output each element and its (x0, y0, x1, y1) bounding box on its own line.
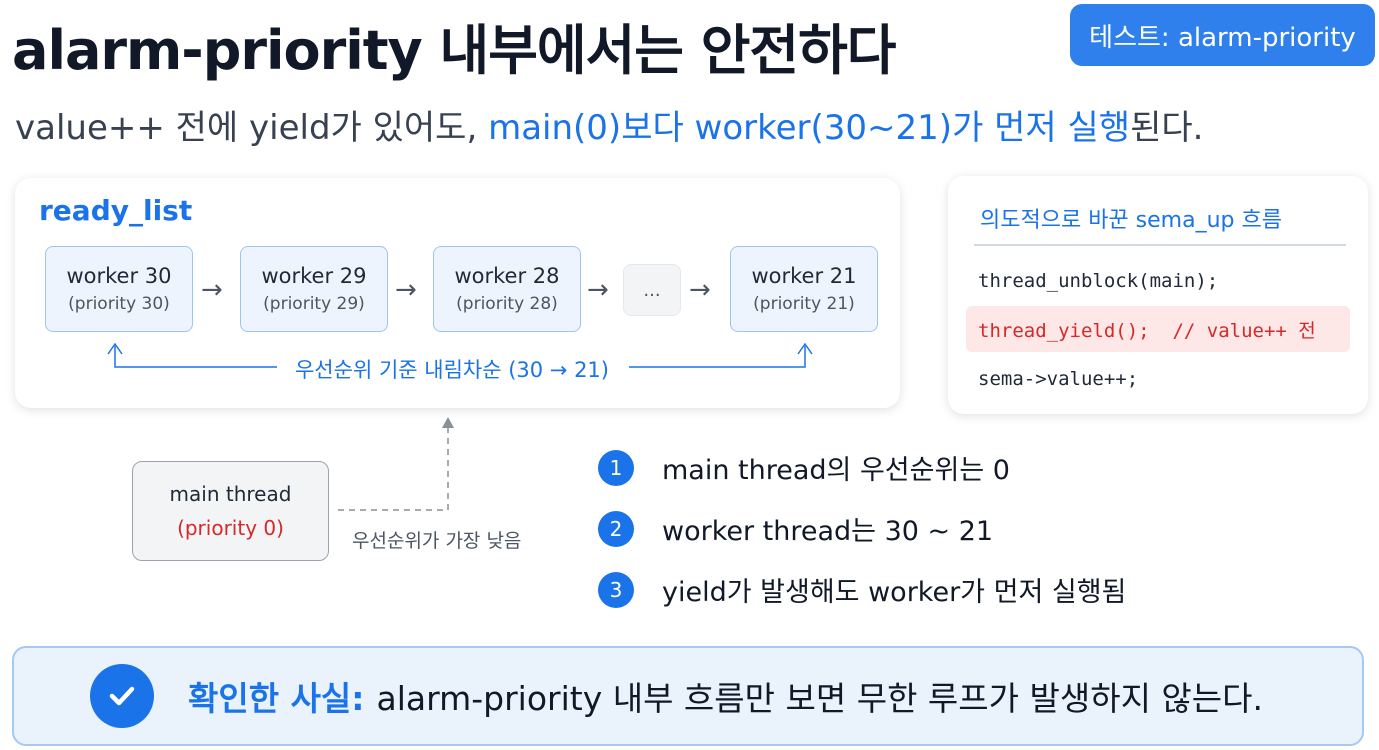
node-priority: (priority 29) (263, 294, 365, 314)
right-arrow-icon: → (201, 275, 223, 305)
node-name: worker 30 (66, 264, 172, 288)
node-priority: (priority 30) (68, 294, 170, 314)
point-text: yield가 발생해도 worker가 먼저 실행됨 (662, 577, 1127, 608)
point-text: main thread의 우선순위는 0 (662, 455, 1010, 486)
point-item: 3 yield가 발생해도 worker가 먼저 실행됨 (598, 570, 1126, 609)
main-thread-name: main thread (169, 482, 292, 506)
fact-box: 확인한 사실: alarm-priority 내부 흐름만 보면 무한 루프가 … (12, 646, 1364, 746)
node-priority: (priority 28) (456, 294, 558, 314)
bracket-arrow-icon (107, 342, 813, 368)
right-arrow-icon: → (587, 275, 609, 305)
subtitle-prefix: value++ 전에 yield가 있어도, (15, 108, 489, 148)
code-line-yield: thread_yield(); // value++ 전 (966, 306, 1350, 352)
order-label: 우선순위 기준 내림차순 (30 → 21) (277, 354, 627, 384)
number-badge: 2 (598, 510, 634, 547)
ready-list-title: ready_list (39, 194, 193, 227)
node-worker-29: worker 29 (priority 29) (240, 246, 388, 332)
main-thread-priority: (priority 0) (177, 516, 284, 540)
subtitle-suffix: 된다. (1130, 108, 1204, 148)
code-line-unblock: thread_unblock(main); (978, 270, 1219, 292)
code-line-value-increment: sema->value++; (978, 368, 1139, 390)
number-badge: 3 (598, 571, 634, 608)
node-worker-21: worker 21 (priority 21) (730, 246, 878, 332)
test-badge: 테스트: alarm-priority (1070, 4, 1375, 66)
node-name: worker 21 (751, 264, 857, 288)
node-worker-28: worker 28 (priority 28) (433, 246, 581, 332)
node-priority: (priority 21) (753, 294, 855, 314)
main-thread-box: main thread (priority 0) (132, 461, 329, 561)
fact-text: alarm-priority 내부 흐름만 보면 무한 루프가 발생하지 않는다… (376, 679, 1264, 718)
subtitle-highlight: main(0)보다 worker(30~21)가 먼저 실행 (488, 108, 1131, 148)
right-arrow-icon: → (395, 275, 417, 305)
page-title: alarm-priority 내부에서는 안전하다 (12, 19, 896, 82)
point-text: worker thread는 30 ~ 21 (662, 516, 994, 547)
check-circle-icon (90, 664, 154, 728)
lowest-priority-note: 우선순위가 가장 낮음 (352, 530, 522, 552)
right-arrow-icon: → (689, 275, 711, 305)
node-name: worker 28 (454, 264, 560, 288)
point-item: 2 worker thread는 30 ~ 21 (598, 509, 993, 548)
node-worker-30: worker 30 (priority 30) (45, 246, 193, 332)
divider (974, 244, 1346, 246)
check-icon (109, 686, 135, 706)
ready-list-card: ready_list worker 30 (priority 30) → wor… (15, 178, 900, 408)
subtitle: value++ 전에 yield가 있어도, main(0)보다 worker(… (15, 100, 1203, 149)
node-ellipsis: ... (623, 264, 681, 316)
sema-up-flow-card: 의도적으로 바꾼 sema_up 흐름 thread_unblock(main)… (948, 176, 1368, 414)
flow-title: 의도적으로 바꾼 sema_up 흐름 (980, 208, 1282, 233)
node-name: worker 29 (261, 264, 367, 288)
fact-label: 확인한 사실: (188, 679, 365, 718)
point-item: 1 main thread의 우선순위는 0 (598, 448, 1010, 487)
number-badge: 1 (598, 449, 634, 486)
